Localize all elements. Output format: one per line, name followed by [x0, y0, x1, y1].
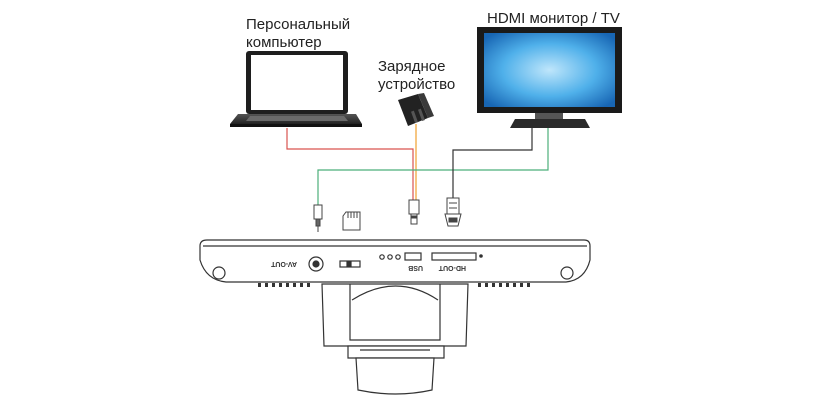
port-label-av-out: AV-OUT [270, 260, 297, 267]
av-plug-icon [313, 204, 323, 232]
monitor-icon [477, 27, 622, 128]
laptop-icon [230, 51, 362, 127]
computer-label-line1: Персональный [246, 16, 351, 33]
hdmi-plug-icon [444, 197, 462, 227]
dark-cable [452, 128, 533, 198]
charger-label-line2: устройство [378, 76, 456, 93]
cables [286, 124, 549, 205]
camera-device-icon [199, 239, 591, 395]
sd-card-icon [342, 211, 361, 231]
charger-icon [398, 93, 434, 126]
port-label-usb: USB [408, 264, 423, 271]
vent-right [478, 283, 530, 287]
charger-label-line1: Зарядное [378, 58, 446, 75]
charger-label: Зарядное устройство [378, 58, 455, 94]
green-cable [317, 128, 549, 205]
vent-left [258, 283, 310, 287]
computer-label: Персональный компьютер [246, 16, 350, 52]
port-label-hd-out: HD-OUT [438, 264, 466, 271]
computer-label-line2: компьютер [246, 34, 322, 51]
red-cable [286, 128, 414, 200]
monitor-label: HDMI монитор / TV [487, 10, 620, 27]
usb-plug-icon [408, 199, 420, 225]
